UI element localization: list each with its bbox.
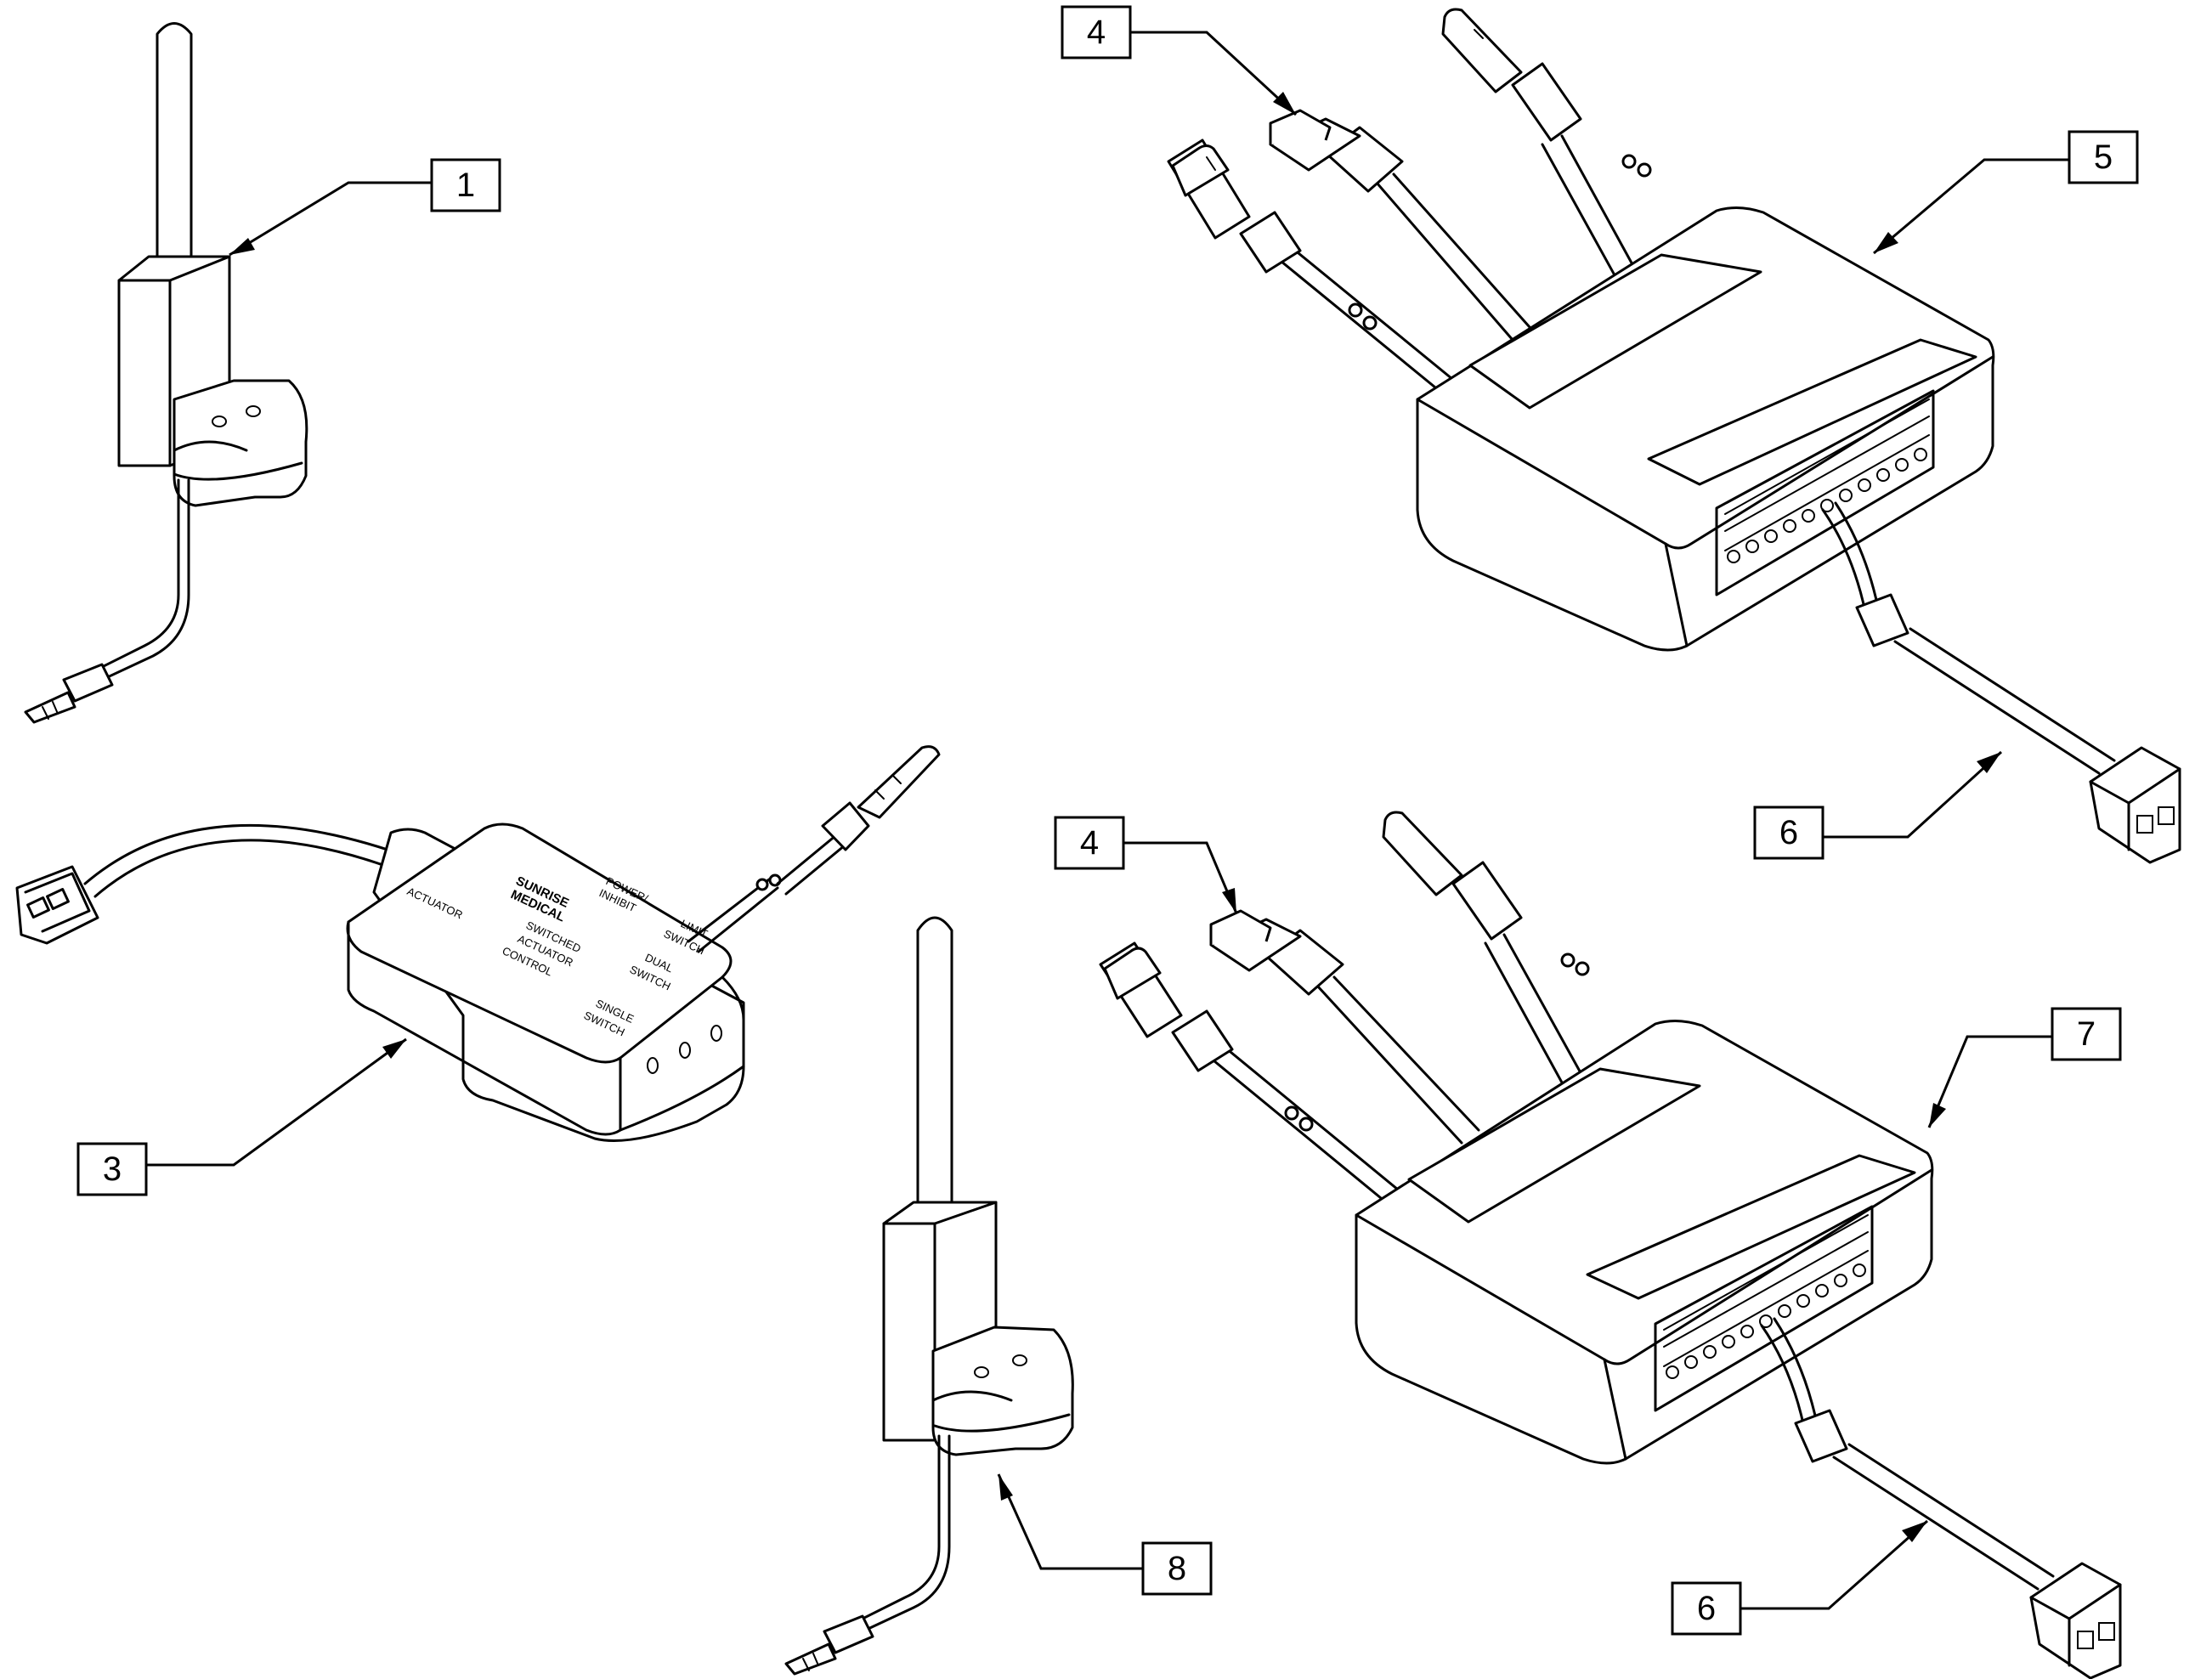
callout-3-label: 3: [103, 1150, 122, 1188]
callout-4-top: 4: [1061, 5, 1298, 116]
callout-4-bottom-label: 4: [1080, 824, 1099, 862]
callout-6-top-label: 6: [1779, 814, 1798, 851]
callout-4-top-label: 4: [1087, 14, 1106, 51]
antenna-receiver-1: [24, 22, 308, 724]
callout-1: 1: [229, 158, 501, 257]
callout-6-bottom-label: 6: [1697, 1590, 1716, 1627]
callout-8: 8: [997, 1473, 1213, 1596]
callout-7-label: 7: [2077, 1015, 2096, 1053]
callout-7: 7: [1927, 1007, 2122, 1128]
callout-6-bottom: 6: [1671, 1519, 1928, 1636]
antenna-receiver-8: [784, 916, 1074, 1676]
callout-3: 3: [76, 1037, 407, 1196]
callout-8-label: 8: [1168, 1550, 1186, 1587]
callout-5-label: 5: [2094, 139, 2113, 176]
callout-4-bottom: 4: [1054, 816, 1238, 914]
callout-5: 5: [1873, 130, 2139, 255]
switched-actuator-control: SUNRISE MEDICAL ACTUATOR POWER/ INHIBIT …: [15, 745, 941, 1142]
interface-module-7: [1099, 811, 2122, 1679]
callout-6-top: 6: [1753, 750, 2003, 860]
callout-1-label: 1: [456, 167, 475, 204]
interface-module-5: [1167, 8, 2181, 864]
